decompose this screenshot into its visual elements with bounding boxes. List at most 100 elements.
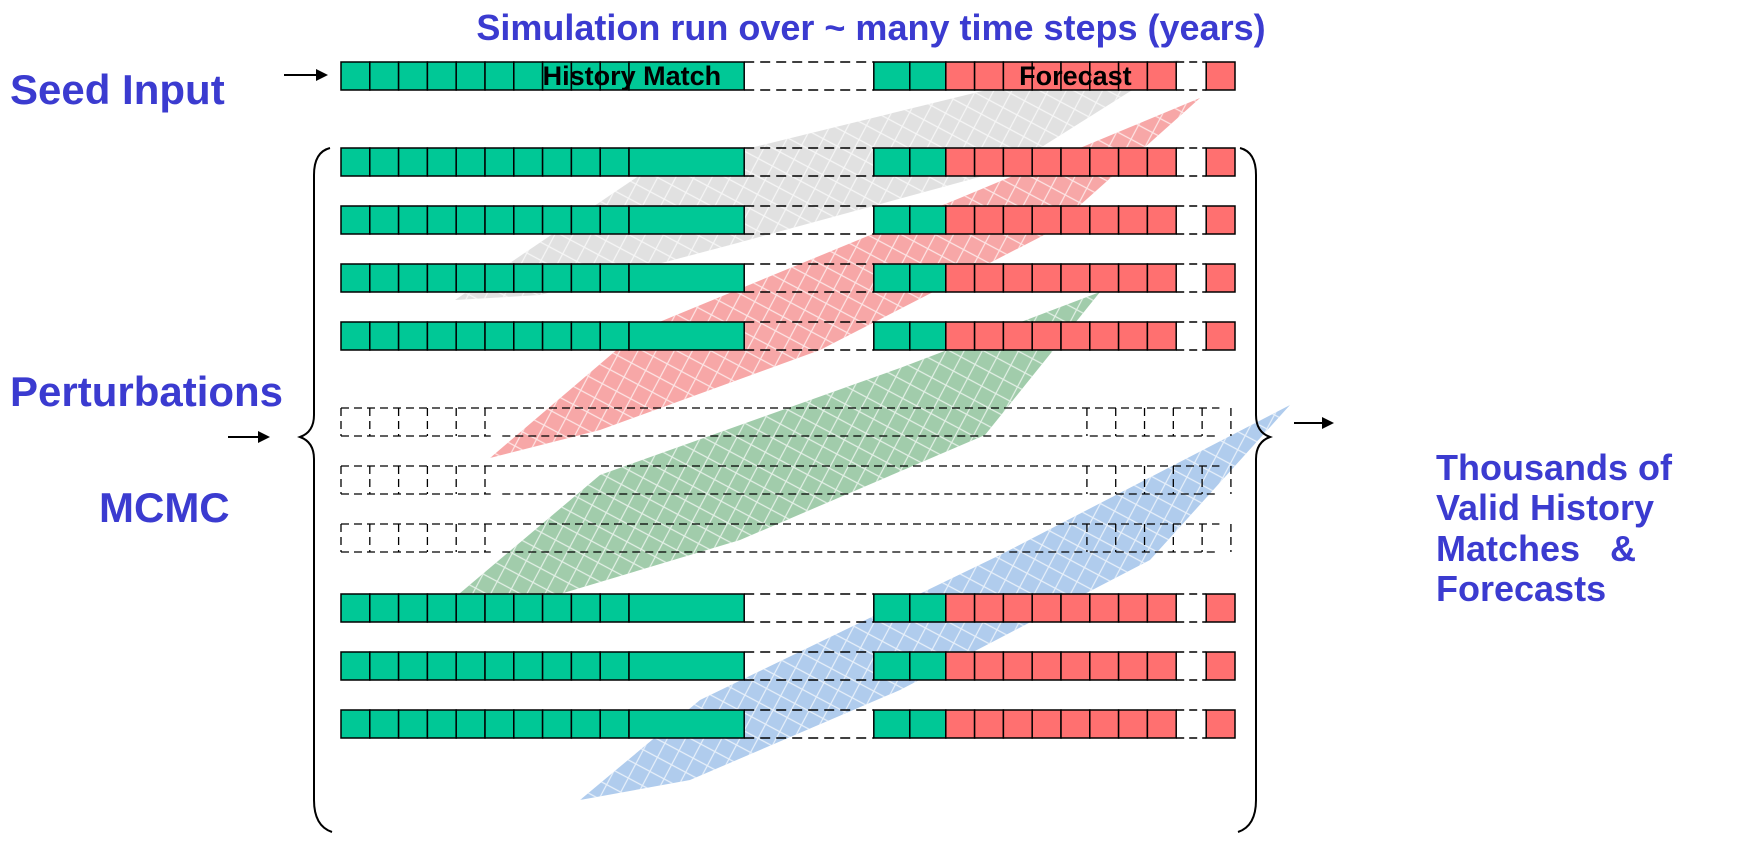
history-cell [541, 205, 573, 235]
band-mesh-1 [490, 98, 1200, 458]
forecast-cell [1060, 593, 1091, 623]
history-cell [570, 205, 601, 235]
braces-and-arrows [228, 69, 1334, 833]
history-cell [513, 205, 544, 235]
history-cell [541, 61, 573, 91]
history-tail-cell [873, 205, 911, 235]
history-tail-cell [909, 205, 947, 235]
forecast-last-cell [1205, 593, 1236, 623]
output-label: Thousands of Valid History Matches & For… [1436, 447, 1672, 609]
history-cell [426, 593, 457, 623]
history-cell [397, 147, 429, 177]
history-cell [455, 263, 486, 293]
forecast-cell [1031, 147, 1062, 177]
row-2 [340, 263, 1236, 293]
forecast-cell [1031, 61, 1062, 91]
history-cell [541, 593, 573, 623]
history-cell [369, 61, 400, 91]
forecast-cell [1031, 593, 1062, 623]
history-cell [484, 321, 515, 351]
history-cell [397, 263, 429, 293]
history-cell [513, 61, 544, 91]
forecast-cell [973, 205, 1005, 235]
history-cell [541, 321, 573, 351]
history-cell [397, 709, 429, 739]
forecast-cell [1031, 651, 1062, 681]
history-cell [599, 321, 630, 351]
history-cell [513, 651, 544, 681]
history-cell [426, 651, 457, 681]
forecast-cell [1002, 651, 1033, 681]
forecast-cell [973, 263, 1005, 293]
forecast-last-cell [1205, 651, 1236, 681]
history-tail-cell [909, 321, 947, 351]
forecast-cell [1117, 205, 1149, 235]
forecast-cell [973, 61, 1005, 91]
history-cell [455, 147, 486, 177]
history-cell [484, 263, 515, 293]
forecast-cell [1117, 61, 1149, 91]
history-cell [484, 61, 515, 91]
history-cell [570, 709, 601, 739]
history-cell [340, 651, 371, 681]
seed-arrow [284, 69, 328, 81]
forecast-cell [945, 263, 976, 293]
history-cell [397, 205, 429, 235]
row-0 [340, 147, 1236, 177]
history-cell [570, 61, 601, 91]
forecast-cell [1089, 651, 1120, 681]
history-cell [455, 321, 486, 351]
forecast-cell [973, 147, 1005, 177]
history-cell [513, 321, 544, 351]
forecast-cell [1031, 205, 1062, 235]
forecast-cell [1146, 321, 1177, 351]
row-7 [340, 593, 1236, 623]
forecast-cell [1031, 321, 1062, 351]
history-cell [570, 593, 601, 623]
history-cell [541, 263, 573, 293]
forecast-last-cell [1205, 147, 1236, 177]
history-tail-cell [873, 593, 911, 623]
forecast-cell [945, 61, 976, 91]
history-cell [397, 593, 429, 623]
history-tail-cell [873, 651, 911, 681]
forecast-cell [945, 321, 976, 351]
history-cell [513, 709, 544, 739]
history-cell [513, 263, 544, 293]
forecast-last-cell [1205, 205, 1236, 235]
history-match-text: History Match [543, 61, 722, 91]
history-cell [397, 651, 429, 681]
history-cell [369, 651, 400, 681]
history-block [628, 61, 745, 91]
row-4 [340, 407, 1232, 437]
perturbation-arrow [228, 431, 270, 443]
row-8 [340, 651, 1236, 681]
forecast-cell [1117, 593, 1149, 623]
history-tail-cell [909, 593, 947, 623]
history-tail-cell [909, 651, 947, 681]
forecast-cell [1002, 263, 1033, 293]
history-block [628, 147, 745, 177]
forecast-last-cell [1205, 321, 1236, 351]
forecast-cell [1002, 593, 1033, 623]
forecast-cell [945, 651, 976, 681]
history-tail-cell [909, 61, 947, 91]
output-arrow-head [1322, 417, 1334, 429]
row-5 [340, 465, 1232, 495]
history-tail-cell [873, 147, 911, 177]
history-cell [369, 263, 400, 293]
forecast-cell [1031, 263, 1062, 293]
history-cell [340, 205, 371, 235]
forecast-cell [1002, 321, 1033, 351]
forecast-cell [1146, 593, 1177, 623]
forecast-cell [1060, 263, 1091, 293]
forecast-cell [1060, 651, 1091, 681]
history-cell [599, 147, 630, 177]
history-cell [369, 709, 400, 739]
history-cell [455, 593, 486, 623]
history-cell [397, 321, 429, 351]
forecast-cell [1089, 709, 1120, 739]
forecast-cell [1146, 61, 1177, 91]
